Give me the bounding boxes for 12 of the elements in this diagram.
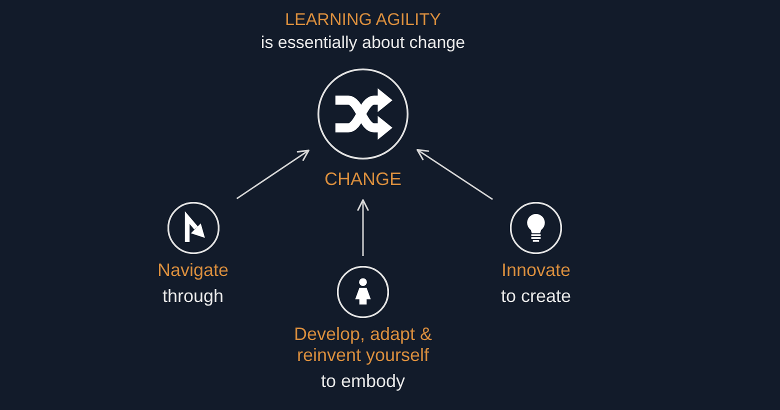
node-caption: to create [500,285,572,307]
arrow [357,199,369,256]
node-label: Innovate [501,260,571,281]
node-label: Navigate [157,260,229,281]
node-caption: through [162,285,224,307]
node-caption: to embody [320,370,406,392]
subtitle-text: is essentially about change [260,32,466,54]
diagram-title: LEARNING AGILITY [285,9,441,31]
arrow [236,150,310,200]
node-label: Develop, adapt & reinvent yourself [292,324,434,366]
node-label: CHANGE [324,169,402,190]
arrow [416,149,494,200]
